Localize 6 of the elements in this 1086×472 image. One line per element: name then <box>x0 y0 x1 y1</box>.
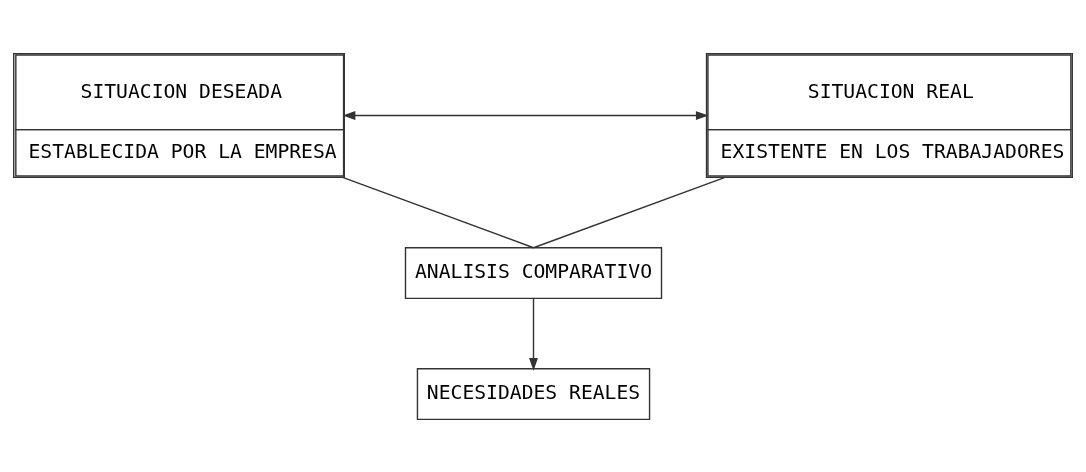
node-box: NECESIDADES REALES <box>416 367 651 420</box>
node-box: ANALISIS COMPARATIVO <box>404 246 663 299</box>
arrow <box>342 110 709 120</box>
arrow <box>529 297 538 371</box>
connector <box>342 176 535 248</box>
connector <box>532 176 726 248</box>
